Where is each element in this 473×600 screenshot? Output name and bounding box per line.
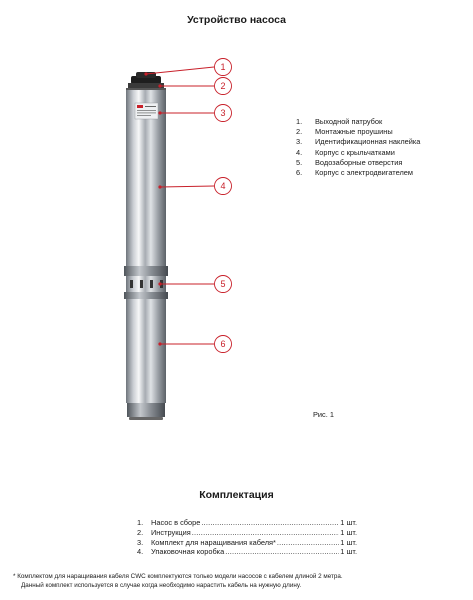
dot-leader [225, 547, 339, 557]
callout-2: 2 [214, 77, 232, 95]
dot-leader [277, 538, 339, 548]
legend-item: 5.Водозаборные отверстия [296, 157, 403, 167]
callout-1: 1 [214, 58, 232, 76]
footnote-line-1: * Комплектом для наращивания кабеля CWC … [13, 573, 343, 580]
footnote-line-2: Данный комплект используется в случае ко… [21, 582, 302, 589]
legend-item: 3.Идентификационная наклейка [296, 137, 421, 147]
callout-6-label: 6 [220, 339, 225, 349]
callout-5: 5 [214, 275, 232, 293]
kit-item: 4.Упаковочная коробка1 шт. [137, 547, 357, 557]
kit-item-qty: 1 шт. [340, 547, 357, 557]
legend-item: 4.Корпус с крыльчатками [296, 147, 395, 157]
callout-2-label: 2 [220, 81, 225, 91]
dot-leader [201, 518, 339, 528]
legend-item-label: Выходной патрубок [315, 117, 383, 126]
callout-4-label: 4 [220, 181, 225, 191]
figure-caption: Рис. 1 [313, 410, 334, 419]
kit-item-qty: 1 шт. [340, 518, 357, 527]
legend-item: 1.Выходной патрубок [296, 117, 383, 126]
kit-item-label: Инструкция [151, 527, 191, 537]
kit-item-label: Насос в сборе [151, 518, 201, 527]
parts-legend: 1.Выходной патрубок 2.Монтажные проушины… [296, 117, 420, 178]
intake-section [124, 266, 168, 299]
callout-4: 4 [214, 177, 232, 195]
dot-leader [192, 528, 339, 538]
legend-item-label: Корпус с электродвигателем [315, 168, 413, 178]
kit-item-qty: 1 шт. [340, 537, 357, 547]
kit-list: 1.Насос в сборе1 шт. 2.Инструкция1 шт. 3… [137, 518, 357, 557]
callout-1-label: 1 [220, 62, 225, 72]
callout-5-label: 5 [220, 279, 225, 289]
callout-6: 6 [214, 335, 232, 353]
kit-item: 2.Инструкция1 шт. [137, 528, 357, 538]
legend-item-label: Корпус с крыльчатками [315, 147, 395, 157]
callout-leaders [145, 66, 215, 345]
kit-item: 3.Комплект для наращивания кабеля*1 шт. [137, 538, 357, 548]
legend-item-label: Водозаборные отверстия [315, 157, 403, 167]
kit-title: Комплектация [199, 489, 274, 501]
callout-3-label: 3 [220, 108, 225, 118]
kit-item: 1.Насос в сборе1 шт. [137, 518, 357, 528]
footnote: * Комплектом для наращивания кабеля CWC … [13, 572, 343, 590]
pump-body-upper [126, 88, 166, 266]
kit-item-label: Комплект для наращивания кабеля* [151, 537, 276, 547]
motor-body [126, 299, 166, 420]
kit-item-qty: 1 шт. [340, 527, 357, 537]
legend-item: 6.Корпус с электродвигателем [296, 168, 413, 178]
legend-item-label: Идентификационная наклейка [315, 137, 421, 147]
page-title: Устройство насоса [187, 14, 286, 26]
callout-dots [144, 72, 162, 346]
kit-item-label: Упаковочная коробка [151, 547, 225, 557]
legend-item-label: Монтажные проушины [315, 127, 393, 137]
callout-3: 3 [214, 104, 232, 122]
legend-item: 2.Монтажные проушины [296, 127, 393, 137]
